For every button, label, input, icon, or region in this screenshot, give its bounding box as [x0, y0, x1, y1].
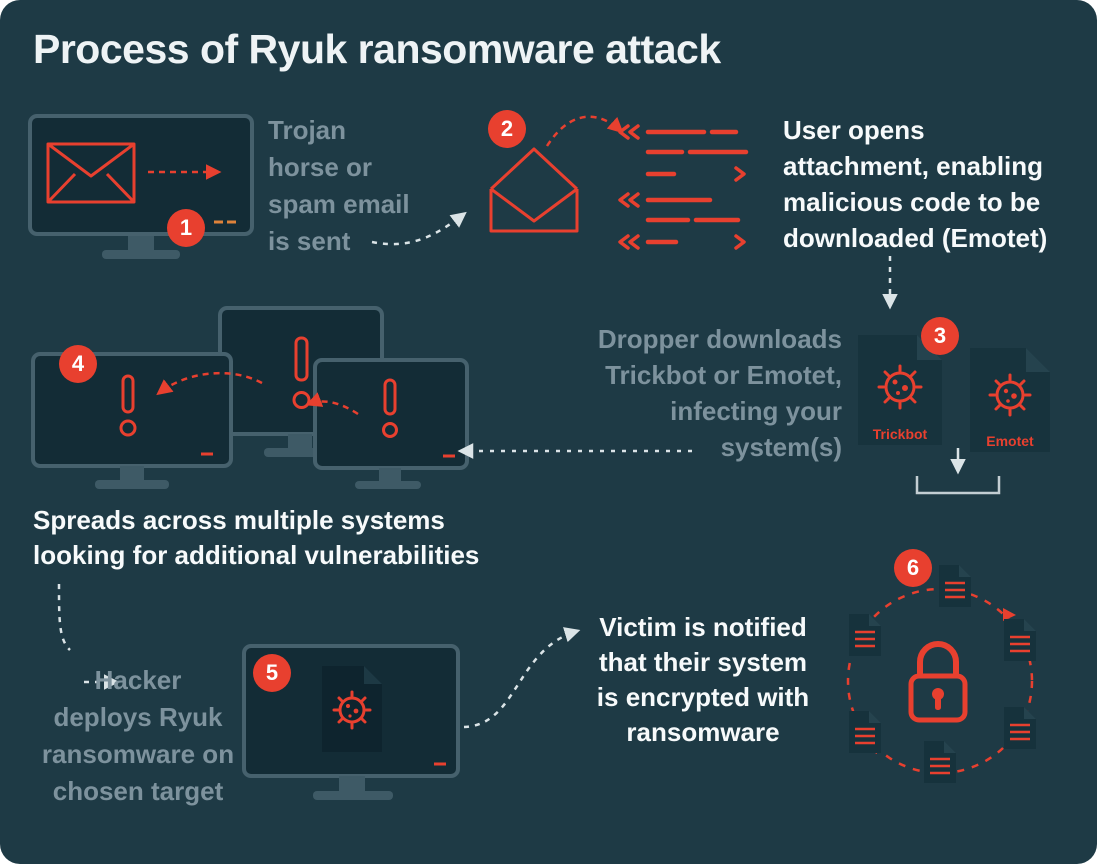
step-5-label: Hacker deploys Ryuk ransomware on chosen…	[41, 665, 235, 806]
step-4-label: Spreads across multiple systems looking …	[33, 505, 480, 570]
step-4-badge: 4	[59, 345, 97, 383]
encrypted-doc-icon	[939, 565, 971, 607]
encryption-cycle-arrow	[846, 587, 1034, 775]
step-2-label: User opens attachment, enabling maliciou…	[783, 115, 1048, 253]
encrypted-doc-icon	[849, 711, 881, 753]
step-2-badge: 2	[488, 110, 526, 148]
encrypted-doc-icon	[924, 741, 956, 783]
arrow-step5-to-step6	[463, 627, 581, 729]
encrypted-doc-icon	[849, 614, 881, 656]
encrypted-doc-icon	[1004, 707, 1036, 749]
virus-icon	[988, 373, 1032, 417]
malicious-code-icon	[618, 124, 749, 250]
step-3-label: Dropper downloads Trickbot or Emotet, in…	[597, 324, 842, 462]
step-6-badge: 6	[894, 549, 932, 587]
arrow-step4-down	[57, 583, 71, 651]
emotet-file-icon: Emotet	[967, 345, 1053, 455]
infected-monitors-icon	[31, 306, 469, 489]
ransomware-file-icon	[322, 666, 382, 752]
encrypted-doc-icon	[1004, 619, 1036, 661]
lock-icon	[908, 641, 968, 723]
page-title: Process of Ryuk ransomware attack	[33, 26, 721, 72]
file-shape	[970, 348, 1050, 452]
code-chevrons-icon	[618, 124, 746, 250]
virus-icon	[877, 364, 923, 410]
closed-envelope-icon	[46, 142, 136, 204]
open-envelope-icon	[489, 147, 579, 233]
files-bracket	[915, 476, 1001, 495]
step-6-label: Victim is notified that their system is …	[596, 612, 810, 747]
emotet-file-label: Emotet	[986, 433, 1034, 449]
monitor-email-icon	[28, 114, 254, 259]
monitor-ransomware-icon	[242, 644, 460, 800]
monitor-alert-right-icon	[313, 358, 469, 489]
cycle-arrowhead-icon	[1003, 608, 1016, 621]
step-1-label: Trojan horse or spam email is sent	[268, 115, 410, 256]
encryption-cluster-icon	[846, 565, 1036, 783]
step-3-badge: 3	[921, 317, 959, 355]
step-5-badge: 5	[253, 654, 291, 692]
step-1-badge: 1	[167, 209, 205, 247]
trickbot-file-label: Trickbot	[872, 426, 928, 442]
